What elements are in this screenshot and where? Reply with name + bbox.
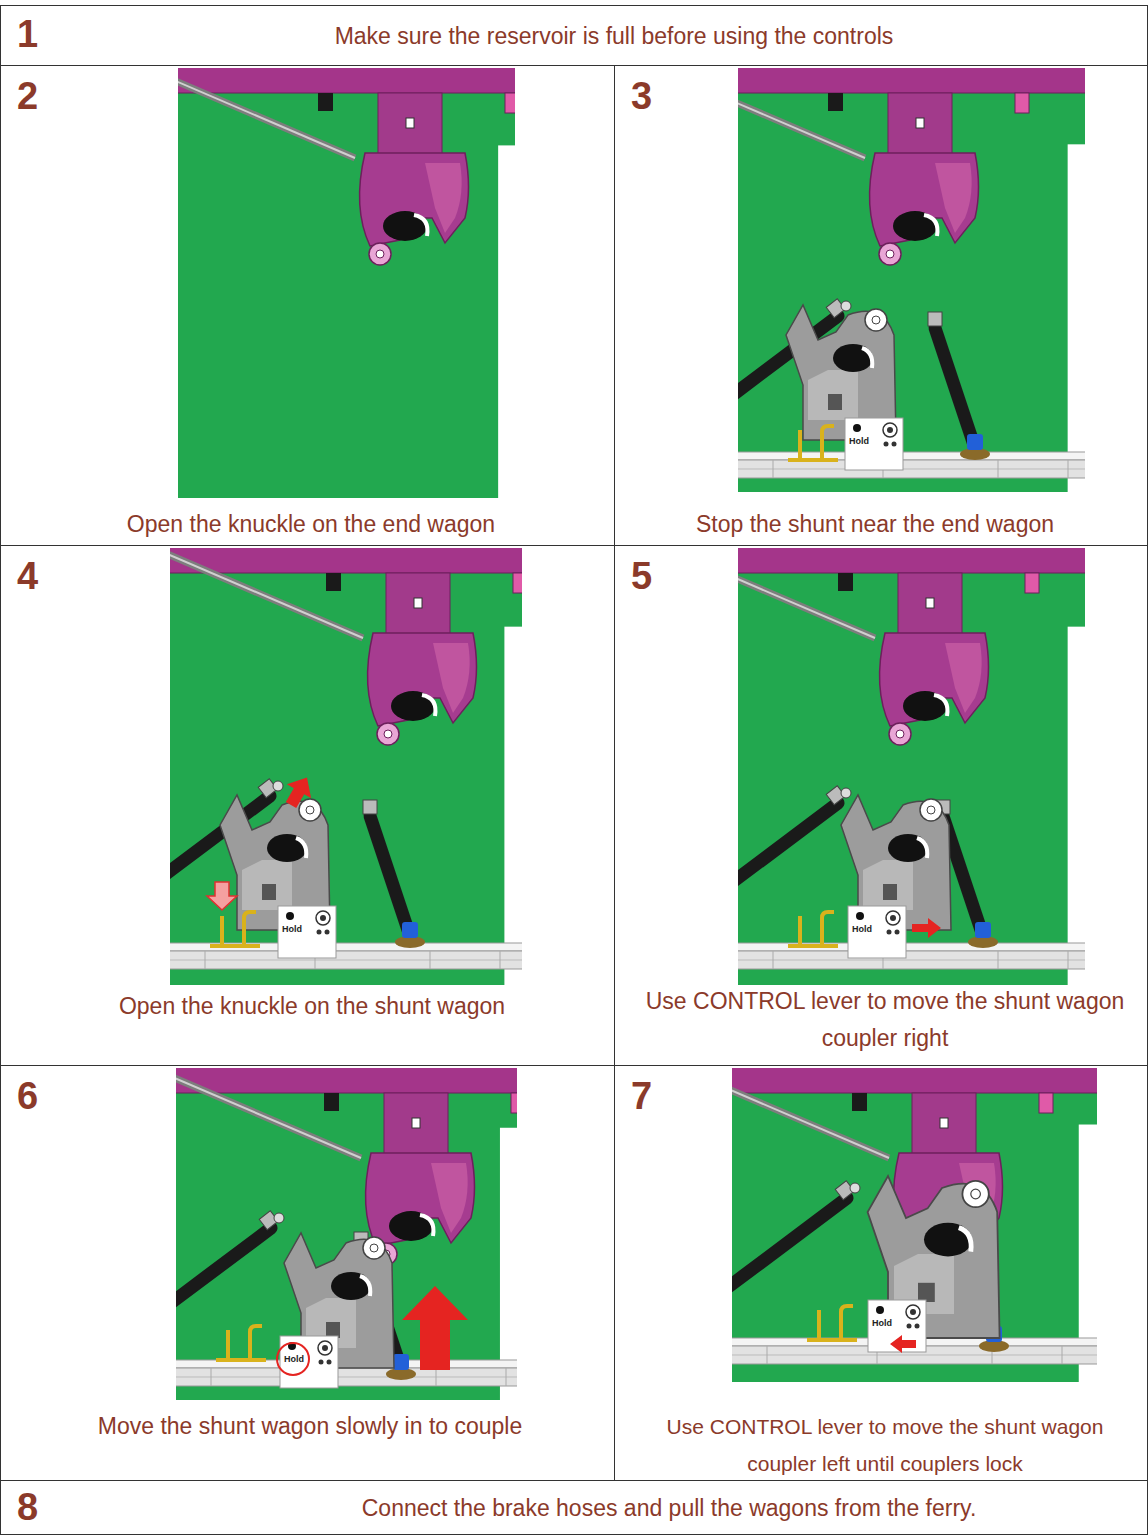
step-number: 5 (631, 554, 652, 598)
step-panel: 6Move the shunt wagon slowly in to coupl… (0, 1065, 615, 1481)
control-label: Hold (284, 1354, 304, 1364)
step-panel: 5Use CONTROL lever to move the shunt wag… (614, 545, 1148, 1066)
control-label: Hold (849, 436, 869, 446)
step-panel: 2Open the knuckle on the end wagon (0, 65, 615, 546)
step-number: 3 (631, 74, 652, 118)
step-panel: 1 Make sure the reservoir is full before … (0, 5, 1148, 66)
step-caption: Open the knuckle on the end wagon (31, 506, 591, 543)
step-caption: Stop the shunt near the end wagon (625, 506, 1125, 543)
step-number: 2 (17, 74, 38, 118)
control-label: Hold (852, 924, 872, 934)
step-caption: Connect the brake hoses and pull the wag… (195, 1490, 1143, 1527)
step-panel: 3Stop the shunt near the end wagon (614, 65, 1148, 546)
control-label: Hold (872, 1318, 892, 1328)
step-number: 7 (631, 1074, 652, 1118)
step-panel: 7Use CONTROL lever to move the shunt wag… (614, 1065, 1148, 1481)
step-number: 1 (17, 12, 38, 56)
step-caption: Move the shunt wagon slowly in to couple (20, 1408, 600, 1445)
coupler-illustration (732, 1068, 1097, 1382)
step-caption: Use CONTROL lever to move the shunt wago… (633, 1408, 1138, 1482)
coupler-illustration (176, 1068, 517, 1400)
step-panel: 4Open the knuckle on the shunt wagon (0, 545, 615, 1066)
coupler-illustration (738, 548, 1085, 985)
coupler-illustration (178, 68, 515, 498)
step-number: 6 (17, 1074, 38, 1118)
coupler-illustration (170, 548, 522, 985)
step-number: 4 (17, 554, 38, 598)
coupler-illustration (738, 68, 1085, 492)
control-label: Hold (282, 924, 302, 934)
step-panel: 8 Connect the brake hoses and pull the wa… (0, 1480, 1148, 1535)
step-caption: Make sure the reservoir is full before u… (85, 18, 1143, 55)
step-caption: Use CONTROL lever to move the shunt wago… (633, 983, 1138, 1057)
step-caption: Open the knuckle on the shunt wagon (32, 988, 592, 1025)
step-number: 8 (17, 1485, 38, 1529)
